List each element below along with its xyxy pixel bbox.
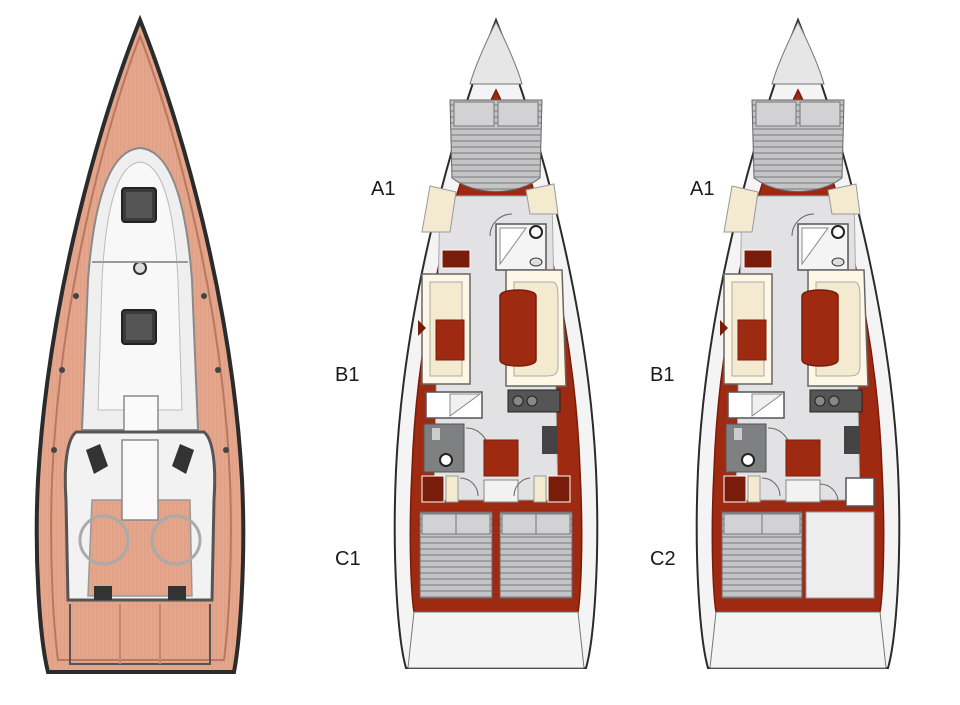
deck-plan	[34, 14, 246, 674]
companionway-steps	[483, 439, 519, 477]
wardrobe-door	[445, 475, 459, 503]
sink-icon	[734, 428, 742, 440]
stove-burner	[526, 395, 538, 407]
chevron-icon	[418, 320, 426, 336]
drawer-unit	[441, 249, 471, 269]
winch-icon	[172, 444, 194, 474]
toilet-icon	[439, 453, 453, 467]
chart-table-lid	[751, 393, 784, 417]
stove-burner	[828, 395, 840, 407]
wardrobe-door	[747, 475, 761, 503]
forward-seat	[525, 183, 559, 215]
helm-pedestal	[94, 586, 112, 600]
cabin-label-forward: A1	[371, 178, 396, 200]
saloon-table	[499, 289, 537, 367]
sink-icon	[831, 257, 845, 267]
forward-seat	[723, 185, 759, 233]
toilet-icon	[741, 453, 755, 467]
pillow	[535, 513, 571, 535]
helm-pedestal	[168, 586, 186, 600]
cabin-label-aft: C1	[335, 548, 361, 570]
stove-burner	[512, 395, 524, 407]
side-table	[737, 319, 767, 361]
engine-box	[785, 479, 821, 503]
forward-seat	[827, 183, 861, 215]
pillow	[723, 513, 763, 535]
stove-burner	[814, 395, 826, 407]
cabin-label-forward: A1	[690, 178, 715, 200]
wheel-icon	[150, 514, 202, 566]
companionway-steps	[785, 439, 821, 477]
cabin-label-saloon: B1	[335, 364, 360, 386]
door-icon	[459, 477, 479, 497]
galley-unit	[542, 426, 558, 454]
wardrobe-door	[533, 475, 547, 503]
transom	[709, 611, 887, 669]
saloon-table	[801, 289, 839, 367]
mast-icon	[133, 261, 147, 275]
engine-box	[483, 479, 519, 503]
cabin-label-aft: C2	[650, 548, 676, 570]
door-icon	[791, 213, 815, 237]
cockpit-table	[121, 439, 159, 521]
door-icon	[761, 477, 781, 497]
chart-table-lid	[449, 393, 482, 417]
pillow	[421, 513, 457, 535]
forward-seat	[421, 185, 457, 233]
pillow	[453, 101, 495, 127]
pillow	[455, 513, 491, 535]
aft-storage	[805, 511, 875, 599]
door-icon	[513, 477, 531, 497]
pillow	[755, 101, 797, 127]
anchor-locker	[771, 20, 825, 85]
transom	[407, 611, 585, 669]
deck-toe-rail	[50, 33, 232, 661]
drawer-unit	[743, 249, 773, 269]
wardrobe	[723, 475, 747, 503]
interior-layout-two-cabin	[695, 17, 901, 669]
pillow	[501, 513, 537, 535]
stanchions	[51, 293, 229, 453]
pushpit-rail	[69, 604, 211, 665]
toilet-icon	[831, 225, 845, 239]
shower-icon	[801, 227, 829, 266]
hatch-icon	[126, 314, 152, 340]
sink-icon	[529, 257, 543, 267]
pillow	[799, 101, 841, 127]
sink-icon	[432, 428, 440, 440]
locker	[845, 477, 875, 507]
side-table	[435, 319, 465, 361]
winch-icon	[86, 444, 108, 474]
cabin-label-saloon: B1	[650, 364, 675, 386]
door-icon	[819, 483, 839, 503]
wardrobe	[421, 475, 445, 503]
shower-icon	[499, 227, 527, 266]
wardrobe	[547, 475, 571, 503]
chevron-icon	[720, 320, 728, 336]
anchor-locker	[469, 20, 523, 85]
galley-unit	[844, 426, 860, 454]
wheel-icon	[78, 514, 130, 566]
pillow	[761, 513, 801, 535]
pillow	[497, 101, 539, 127]
door-icon	[489, 213, 513, 237]
companionway-hatch	[123, 395, 159, 437]
toilet-icon	[529, 225, 543, 239]
interior-layout-three-cabin	[393, 17, 599, 669]
hatch-icon	[126, 192, 152, 218]
